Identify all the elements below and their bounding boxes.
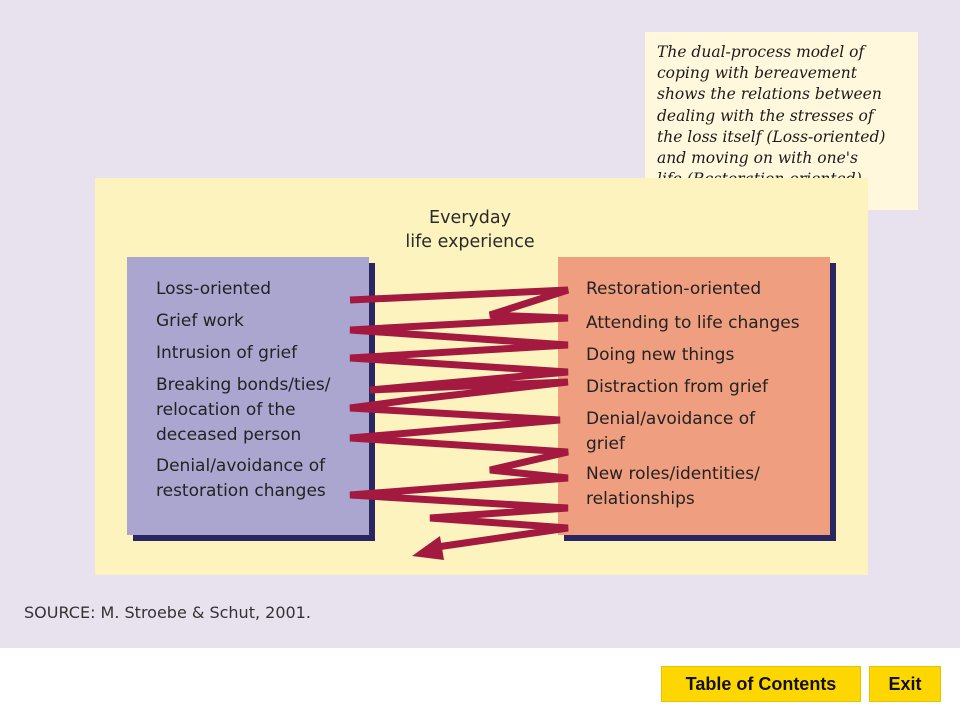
source-citation: SOURCE: M. Stroebe & Schut, 2001. xyxy=(24,603,311,622)
loss-item: Grief work xyxy=(156,311,244,331)
loss-item: Intrusion of grief xyxy=(156,343,298,363)
loss-item: Loss-oriented xyxy=(156,279,271,299)
loss-oriented-box: Loss-oriented Grief work Intrusion of gr… xyxy=(127,257,369,535)
restoration-item: New roles/identities/ relationships xyxy=(586,464,760,509)
loss-item: Denial/avoidance of restoration changes xyxy=(156,456,326,501)
restoration-item: Denial/avoidance of grief xyxy=(586,409,756,454)
restoration-oriented-box: Restoration-oriented Attending to life c… xyxy=(558,257,830,535)
restoration-item: Doing new things xyxy=(586,345,735,365)
everyday-life-title: Everyday life experience xyxy=(405,208,535,252)
restoration-item: Distraction from grief xyxy=(586,377,768,397)
restoration-item: Restoration-oriented xyxy=(586,279,762,299)
loss-item: Breaking bonds/ties/ relocation of the d… xyxy=(156,375,331,445)
restoration-item: Attending to life changes xyxy=(586,313,800,333)
exit-button[interactable]: Exit xyxy=(869,666,941,702)
table-of-contents-button[interactable]: Table of Contents xyxy=(661,666,861,702)
